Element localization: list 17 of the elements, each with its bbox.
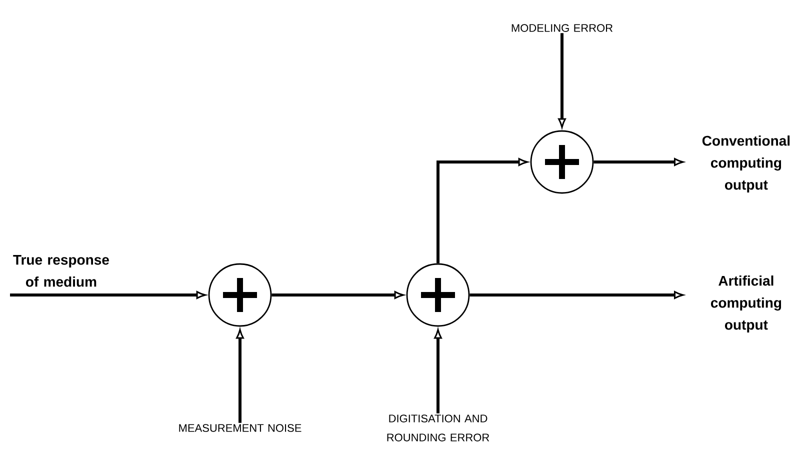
summing-junction [530, 130, 594, 194]
output-label: Conventional computing output [702, 135, 790, 193]
summing-junction [208, 263, 272, 327]
arrow [272, 291, 404, 299]
arrow [470, 291, 684, 299]
error-source-label: MODELING ERROR [512, 24, 613, 32]
output-label: Artificial computing output [710, 275, 782, 332]
arrow [236, 329, 244, 423]
error-source-label: DIGITISATION AND ROUNDING ERROR [387, 414, 490, 442]
arrow [594, 158, 684, 166]
error-source-label: MEASUREMENT NOISE [179, 424, 302, 432]
arrow [558, 33, 566, 128]
arrow [436, 158, 528, 264]
summing-junction [406, 263, 470, 327]
input-label: True response of medium [13, 255, 109, 287]
arrow [434, 329, 442, 414]
arrow [10, 291, 206, 299]
